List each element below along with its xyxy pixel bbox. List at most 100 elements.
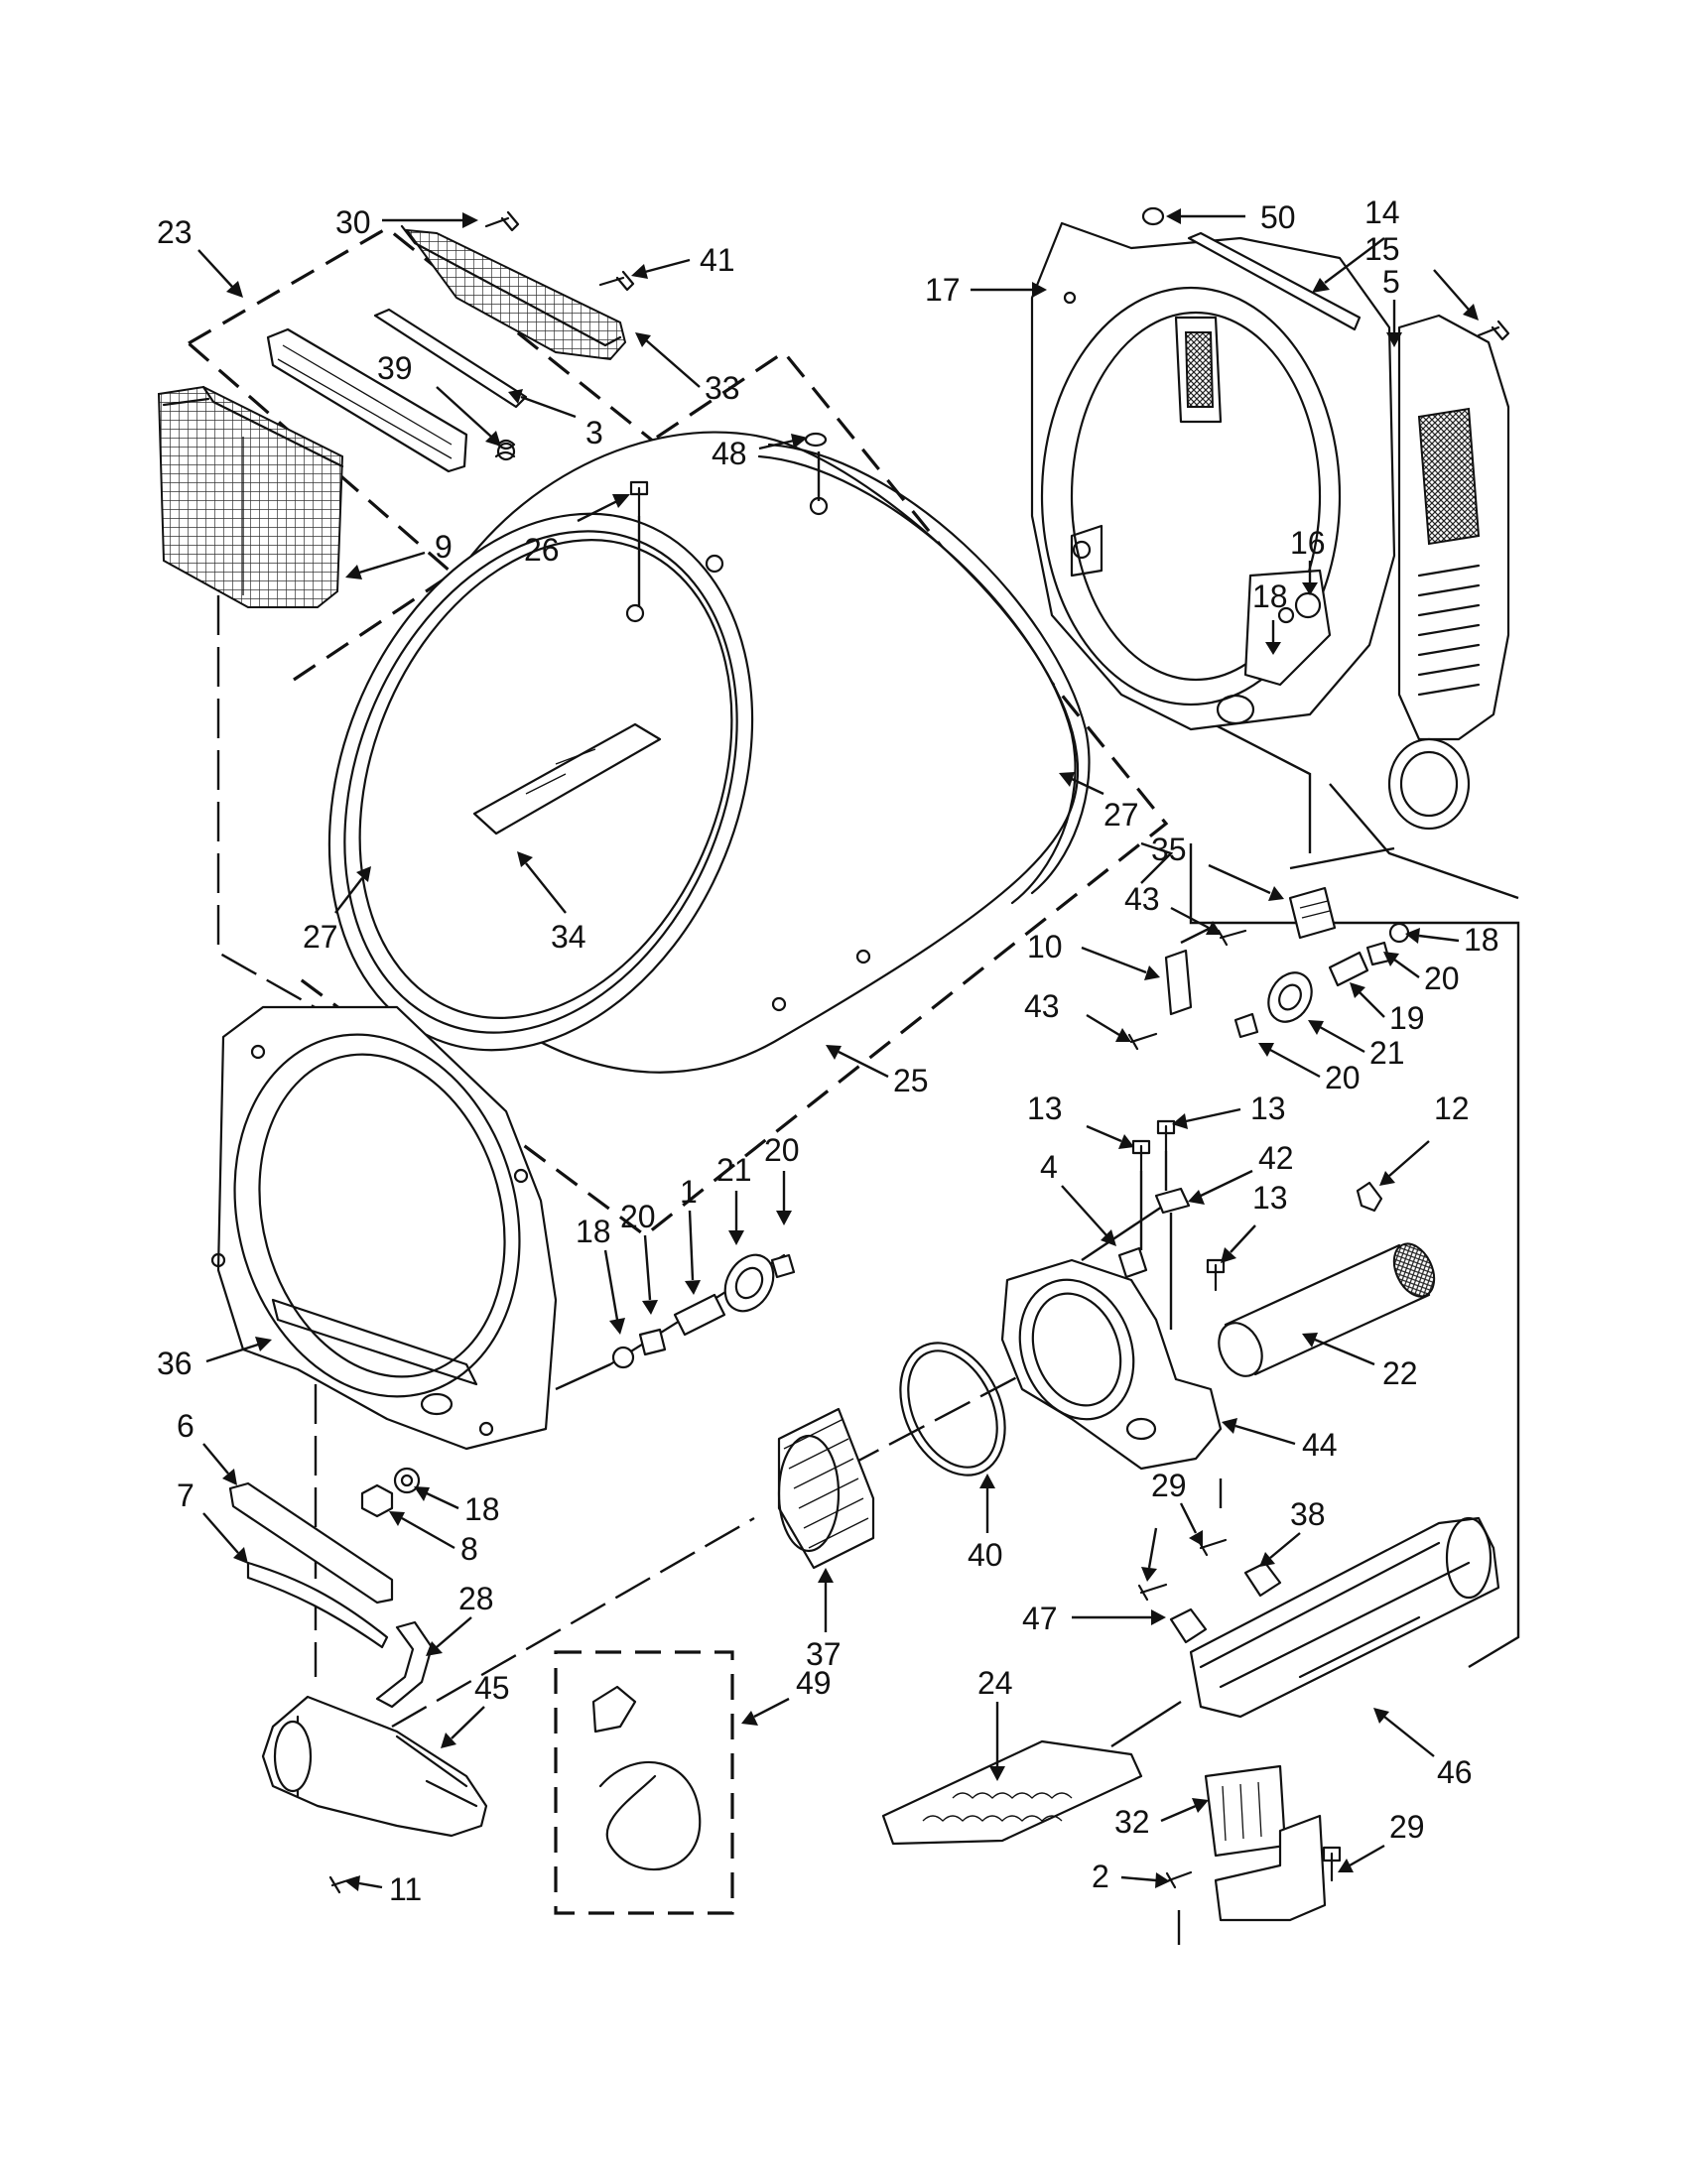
line-heater-to-element (1110, 1700, 1182, 1748)
callout-20-front-right: 20 (764, 1132, 800, 1168)
leader-48 (758, 434, 808, 450)
leader-11 (345, 1875, 383, 1891)
front-clip-20b (770, 1253, 796, 1279)
leader-14 (1312, 237, 1385, 293)
thermostat-47 (1169, 1607, 1208, 1644)
callout-6: 6 (177, 1408, 195, 1444)
front-bulkhead-group (210, 1005, 558, 1451)
callout-15: 15 (1364, 231, 1400, 267)
washer-18-lower (393, 1467, 421, 1494)
callout-leaders (197, 208, 1479, 1891)
callout-35: 35 (1151, 832, 1187, 867)
leader-50 (1166, 208, 1245, 224)
seal-40 (899, 1342, 1006, 1477)
leader-4 (1061, 1185, 1116, 1246)
lint-screen (157, 385, 344, 608)
leader-22 (1302, 1333, 1375, 1366)
leader-18r (1265, 620, 1281, 655)
callout-4: 4 (1040, 1149, 1058, 1185)
lint-guide-bracket (266, 327, 468, 473)
lint-screen-group (157, 385, 344, 608)
seal-7 (246, 1561, 389, 1649)
drum-screw-26 (629, 480, 649, 518)
drum-washer-48 (804, 432, 828, 448)
lower-duct-45 (261, 1695, 488, 1838)
callout-3: 3 (585, 415, 603, 450)
callout-42: 42 (1258, 1140, 1294, 1176)
callout-29-upper: 29 (1151, 1468, 1187, 1503)
leader-33 (635, 332, 701, 388)
front-washer-18 (611, 1346, 635, 1369)
leader-46 (1373, 1708, 1435, 1757)
callout-29-lower: 29 (1389, 1809, 1425, 1845)
heater-group (881, 1516, 1500, 1846)
callout-27-left: 27 (303, 919, 338, 955)
rear-bulkhead-leg (1070, 524, 1103, 578)
blower-housing-group (1000, 1119, 1436, 1471)
roller-bracket-35 (1288, 886, 1337, 940)
callout-12: 12 (1434, 1091, 1470, 1126)
callout-13-right: 13 (1250, 1091, 1286, 1126)
element-assembly-outline (554, 1650, 734, 1915)
callout-47: 47 (1022, 1601, 1058, 1636)
callout-17: 17 (925, 272, 961, 308)
leader-24 (989, 1702, 1005, 1781)
lint-seal-strip (373, 308, 528, 409)
callout-27-right: 27 (1103, 797, 1139, 833)
callout-38: 38 (1290, 1496, 1326, 1532)
thermostat-38 (1243, 1561, 1282, 1598)
lint-spring (496, 442, 516, 461)
lint-screen-housing-group (266, 210, 635, 473)
callout-40: 40 (968, 1537, 1003, 1573)
leader-44 (1222, 1418, 1296, 1446)
line-drum-slide (1140, 841, 1212, 945)
leader-34 (517, 851, 567, 914)
callout-18-front: 18 (576, 1214, 611, 1249)
leader-41 (631, 258, 691, 279)
front-roller-parts (360, 1253, 796, 1518)
front-roller-shaft (420, 1392, 454, 1416)
leader-1 (685, 1210, 701, 1295)
callout-23: 23 (157, 214, 193, 250)
kit-connector (591, 1685, 637, 1734)
leader-17 (971, 282, 1047, 298)
line-blower-wheel (391, 1367, 1033, 1729)
rear-clip-20b (1233, 1012, 1259, 1039)
callout-34: 34 (551, 919, 586, 955)
callout-49: 49 (796, 1665, 832, 1701)
callout-19: 19 (1389, 1000, 1425, 1036)
leader-2 (1120, 1872, 1170, 1888)
leader-18d (414, 1486, 459, 1510)
callout-48: 48 (712, 436, 747, 471)
bracket-group (1165, 1764, 1342, 1922)
front-clip-20a (638, 1328, 667, 1356)
screw-13b (1156, 1119, 1176, 1153)
callout-labels: 30 23 41 33 39 3 48 26 9 17 50 14 15 5 1… (157, 194, 1499, 1907)
front-roller-axle-1 (673, 1293, 726, 1337)
screw-43a (1217, 929, 1247, 947)
callout-36: 36 (157, 1346, 193, 1381)
callout-25: 25 (893, 1063, 929, 1098)
callout-1: 1 (680, 1174, 698, 1210)
nut-18-rear (1277, 606, 1295, 624)
callout-20-right-upper: 20 (1424, 961, 1460, 996)
callout-44: 44 (1302, 1427, 1338, 1463)
screw-17 (1063, 291, 1077, 305)
rear-washer-18 (1388, 922, 1410, 944)
nut-8 (360, 1483, 394, 1518)
leader-21c (728, 1191, 744, 1245)
clip-28 (375, 1620, 434, 1709)
callout-14: 14 (1364, 194, 1400, 230)
callout-13-left: 13 (1027, 1091, 1063, 1126)
callout-21-right: 21 (1369, 1035, 1405, 1071)
callout-18-rear: 18 (1252, 578, 1288, 614)
seal-6 (228, 1481, 394, 1605)
drum-group (327, 431, 1091, 1074)
leader-13a (1086, 1124, 1134, 1149)
leader-47 (1072, 1609, 1166, 1625)
leader-39 (436, 386, 501, 447)
nut-50 (1141, 206, 1165, 226)
leader-29c (1338, 1844, 1385, 1872)
leader-49 (741, 1697, 790, 1726)
leader-12 (1379, 1140, 1430, 1186)
